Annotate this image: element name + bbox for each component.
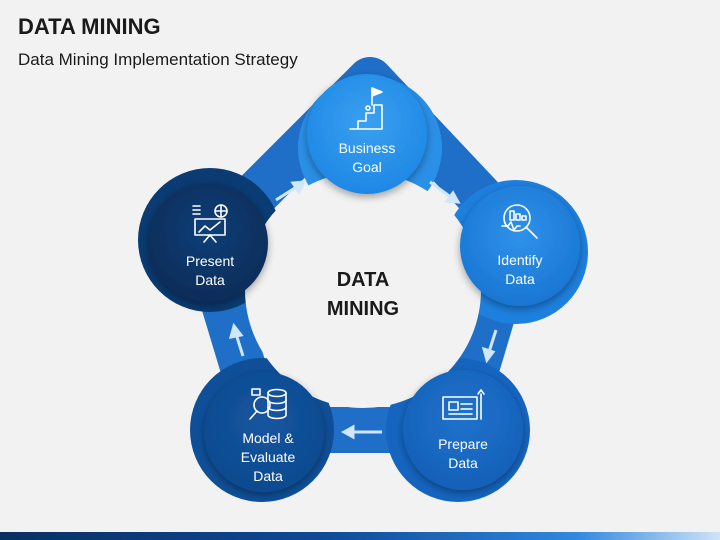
step-circle-present-data bbox=[148, 183, 268, 303]
bottom-accent-bar bbox=[0, 532, 720, 540]
arrow-present-to-goal-icon bbox=[275, 180, 307, 202]
step-label-prepare-data: Prepare Data bbox=[438, 436, 488, 471]
step-label-identify-data: Identify Data bbox=[497, 252, 543, 287]
arrow-prepare-to-model-icon bbox=[340, 424, 382, 440]
step-circle-prepare-data bbox=[403, 370, 523, 490]
page-title: DATA MINING bbox=[18, 14, 161, 39]
page-subtitle: Data Mining Implementation Strategy bbox=[18, 50, 298, 69]
step-label-model-evaluate-data: Model & Evaluate Data bbox=[240, 430, 296, 484]
step-circle-business-goal bbox=[307, 74, 427, 194]
database-search-icon bbox=[249, 388, 287, 420]
presentation-board-icon bbox=[192, 204, 228, 243]
goal-flag-icon bbox=[349, 87, 383, 130]
blueprint-icon bbox=[442, 389, 485, 420]
step-circle-model-evaluate-data bbox=[204, 372, 324, 492]
magnify-chart-icon bbox=[501, 204, 538, 239]
step-label-business-goal: Business Goal bbox=[338, 140, 396, 175]
arrow-goal-to-identify-icon bbox=[429, 180, 461, 204]
arrow-model-to-present-icon bbox=[228, 322, 245, 357]
step-circle-identify-data bbox=[460, 186, 580, 306]
step-label-present-data: Present Data bbox=[185, 253, 235, 288]
cycle-arrows bbox=[228, 180, 498, 440]
center-label: DATA MINING bbox=[326, 269, 400, 320]
arrow-identify-to-prepare-icon bbox=[481, 329, 498, 364]
